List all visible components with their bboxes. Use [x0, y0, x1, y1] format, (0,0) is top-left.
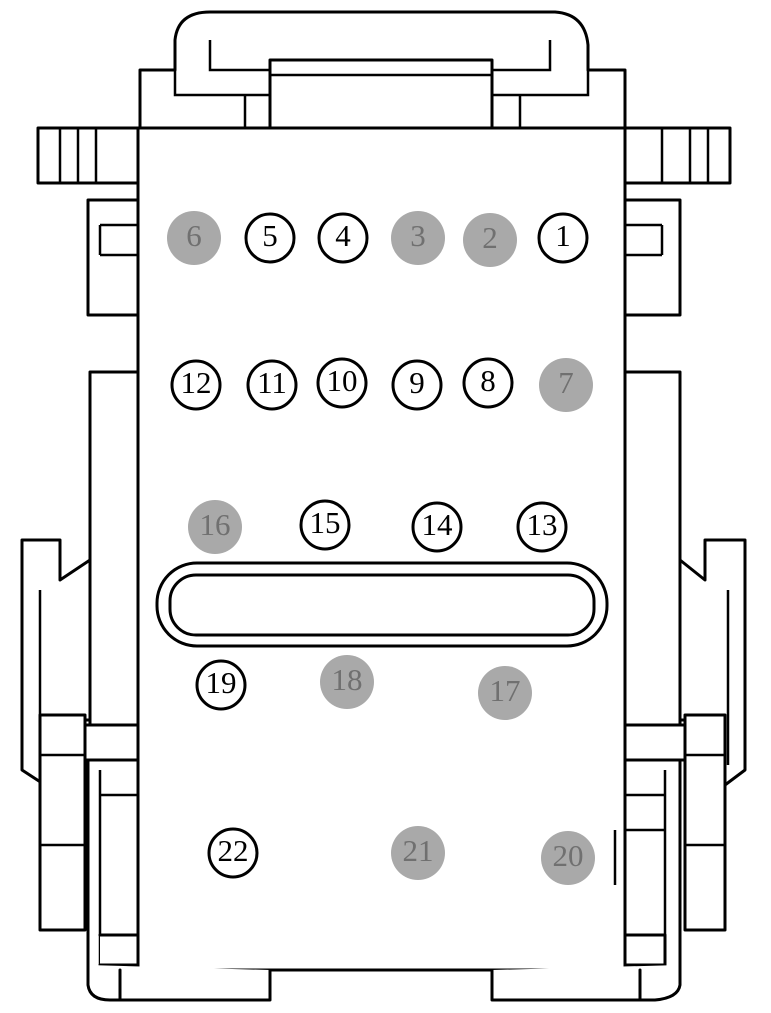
- pin-circle-unused: [391, 211, 445, 265]
- pin-label: 15: [310, 505, 341, 540]
- pin-label: 9: [409, 365, 425, 400]
- pin-circle: [244, 212, 296, 264]
- pin-circle: [316, 357, 368, 409]
- pin-label: 5: [262, 218, 278, 253]
- pin-label: 3: [410, 218, 426, 253]
- pin-22: 22: [207, 827, 259, 879]
- pin-circle: [207, 827, 259, 879]
- pin-circle-unused: [478, 666, 532, 720]
- pin-21: 21: [391, 826, 445, 880]
- pin-12: 12: [170, 359, 222, 411]
- pin-4: 4: [317, 212, 369, 264]
- pin-circle: [246, 359, 298, 411]
- pin-circle-unused: [167, 211, 221, 265]
- pin-1: 1: [537, 212, 589, 264]
- pin-18: 18: [320, 655, 374, 709]
- pin-label: 22: [218, 833, 249, 868]
- top-latch: [138, 10, 627, 132]
- pin-19: 19: [195, 659, 247, 711]
- pin-6: 6: [167, 211, 221, 265]
- right-side-features: [623, 126, 747, 972]
- pin-circle: [299, 499, 351, 551]
- pin-11: 11: [246, 359, 298, 411]
- pin-label: 6: [186, 218, 202, 253]
- pin-circle: [317, 212, 369, 264]
- pin-10: 10: [316, 357, 368, 409]
- pin-circle: [170, 359, 222, 411]
- pin-15: 15: [299, 499, 351, 551]
- bottom-feet: [86, 963, 682, 1002]
- pin-circle-unused: [320, 655, 374, 709]
- pin-17: 17: [478, 666, 532, 720]
- pin-circle: [537, 212, 589, 264]
- pin-label: 20: [553, 838, 584, 873]
- pin-circle: [391, 359, 443, 411]
- pin-label: 10: [327, 363, 358, 398]
- pin-5: 5: [244, 212, 296, 264]
- pin-circle-unused: [539, 358, 593, 412]
- left-side-features: [20, 126, 140, 972]
- pin-circle-unused: [541, 831, 595, 885]
- pin-label: 1: [555, 218, 571, 253]
- pin-label: 8: [480, 363, 496, 398]
- pin-label: 2: [482, 220, 498, 255]
- pin-label: 7: [558, 365, 574, 400]
- pin-circle: [516, 501, 568, 553]
- pin-circle: [462, 357, 514, 409]
- pin-circle: [195, 659, 247, 711]
- keying-slot: [155, 561, 609, 648]
- pin-label: 12: [181, 365, 212, 400]
- pin-13: 13: [516, 501, 568, 553]
- pin-circle: [411, 501, 463, 553]
- pin-label: 17: [490, 673, 521, 708]
- pin-label: 13: [527, 507, 558, 542]
- pin-14: 14: [411, 501, 463, 553]
- pin-label: 14: [422, 507, 454, 542]
- pin-circle-unused: [391, 826, 445, 880]
- pin-circle-unused: [188, 500, 242, 554]
- pin-label: 21: [403, 833, 434, 868]
- pin-2: 2: [463, 213, 517, 267]
- pin-circle-unused: [463, 213, 517, 267]
- pin-7: 7: [539, 358, 593, 412]
- pin-label: 4: [335, 218, 351, 253]
- pin-16: 16: [188, 500, 242, 554]
- pin-9: 9: [391, 359, 443, 411]
- pin-label: 18: [332, 662, 363, 697]
- pin-label: 19: [206, 665, 237, 700]
- pin-20: 20: [541, 831, 595, 885]
- pin-label: 11: [257, 365, 287, 400]
- pin-8: 8: [462, 357, 514, 409]
- pin-label: 16: [200, 507, 231, 542]
- pin-3: 3: [391, 211, 445, 265]
